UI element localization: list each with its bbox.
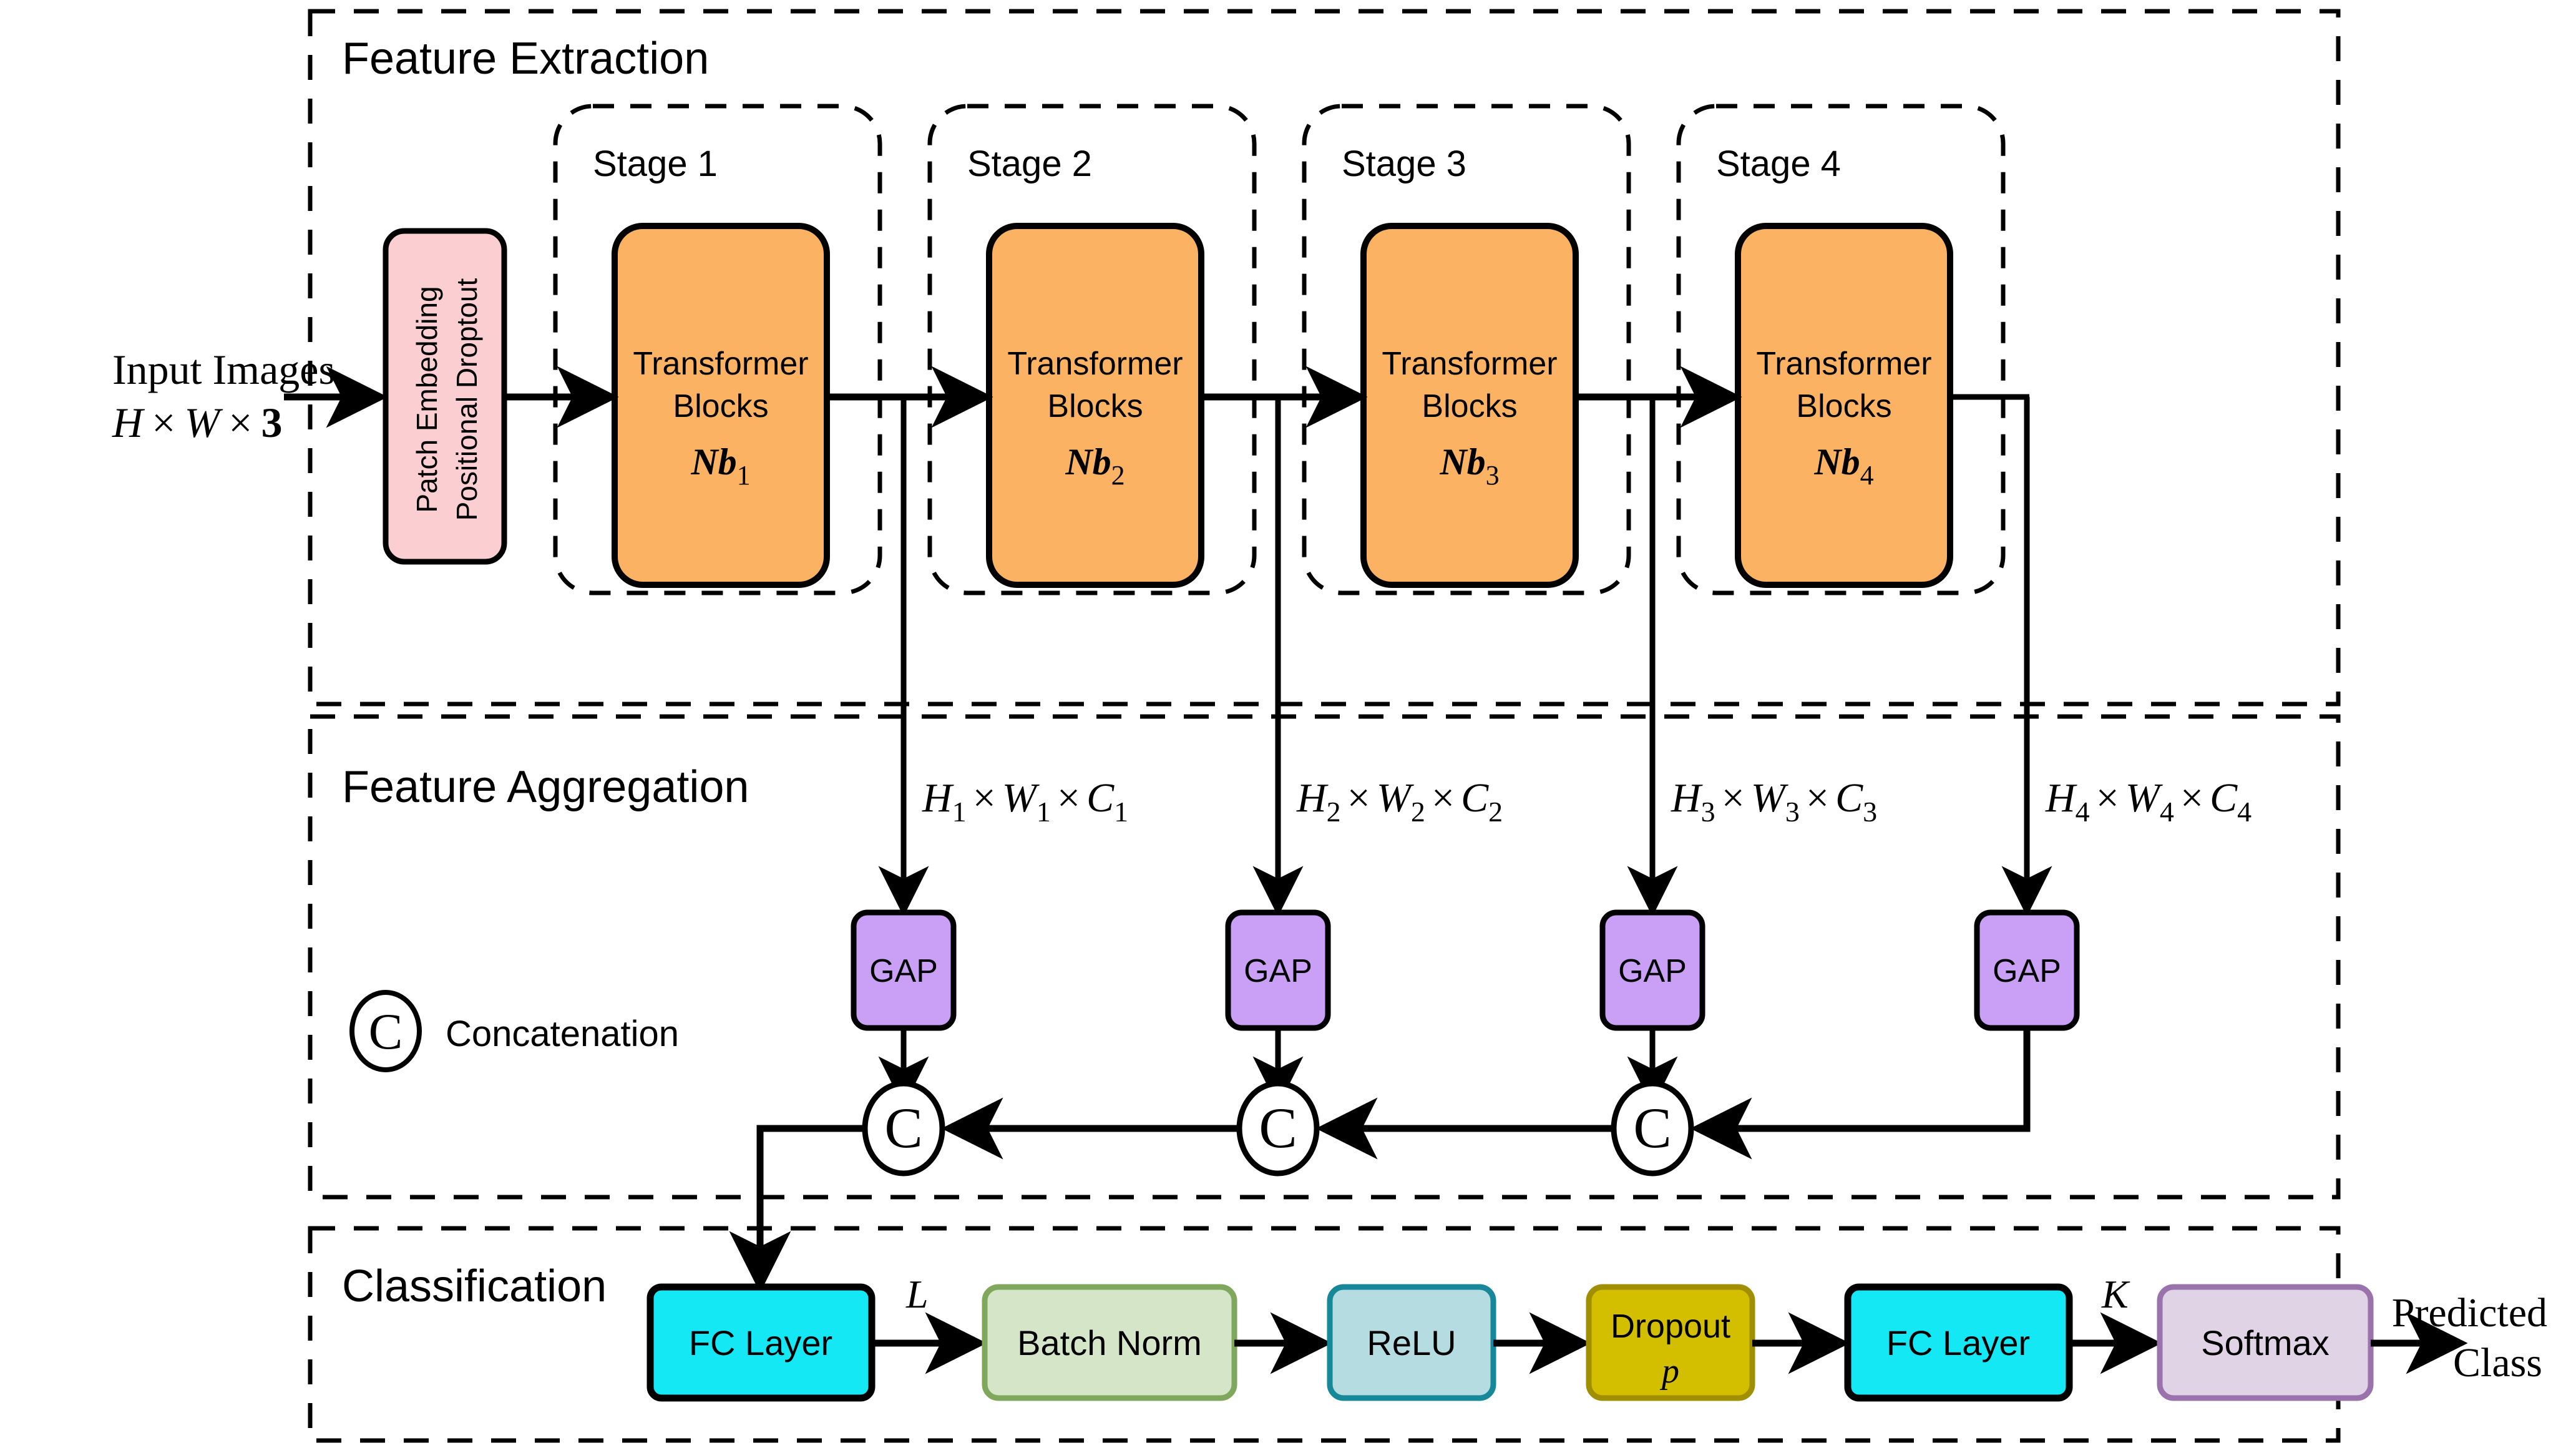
- classification-block-softmax: Softmax: [2157, 1284, 2374, 1401]
- classification-block-batch-norm: Batch Norm: [982, 1284, 1237, 1401]
- gap-block-1: GAP: [851, 909, 957, 1031]
- input-images-line1: Input Images: [112, 346, 335, 393]
- gap-block-1-label: GAP: [869, 953, 938, 989]
- section-frame-feature-aggregation: [308, 714, 2341, 1200]
- edge-label-K: K: [2101, 1272, 2130, 1316]
- transformer-block-1-line2: Blocks: [673, 388, 768, 424]
- dim-label-stage-3: H3×W3×C3: [1671, 775, 1877, 828]
- classification-block-fc-layer-1-label: FC Layer: [689, 1323, 832, 1362]
- stage-4-label: Stage 4: [1716, 144, 1841, 184]
- classification-block-fc-layer-2: FC Layer: [1844, 1283, 2073, 1402]
- stage-1-container: Stage 1: [553, 104, 882, 595]
- concat-node-2: C: [1236, 1080, 1320, 1177]
- transformer-block-3-line2: Blocks: [1422, 388, 1517, 424]
- transformer-block-1-count: Nb1: [690, 441, 750, 491]
- concat-node-1-label: C: [884, 1096, 922, 1160]
- transformer-block-3-count: Nb3: [1439, 441, 1499, 491]
- section-frame-feature-extraction: [308, 9, 2341, 707]
- transformer-block-4-line2: Blocks: [1796, 388, 1891, 424]
- patch-embedding-line2: Positional Droptout: [451, 278, 483, 521]
- concat-node-2-label: C: [1259, 1096, 1297, 1160]
- classification-block-dropout-label: Dropout: [1611, 1308, 1730, 1345]
- legend-concat-symbol: C: [369, 1003, 403, 1060]
- transformer-block-4-line1: Transformer: [1756, 346, 1931, 382]
- gap-block-2: GAP: [1225, 909, 1331, 1031]
- section-title-feature-extraction: Feature Extraction: [342, 34, 709, 84]
- transformer-block-2-line2: Blocks: [1047, 388, 1143, 424]
- classification-block-batch-norm-label: Batch Norm: [1017, 1323, 1202, 1362]
- stage-2-label: Stage 2: [967, 144, 1092, 184]
- classification-block-fc-layer-2-label: FC Layer: [1886, 1323, 2030, 1362]
- transformer-block-3-line1: Transformer: [1382, 346, 1557, 382]
- stage-4-container: Stage 4: [1676, 104, 2006, 595]
- gap-block-4-label: GAP: [1993, 953, 2061, 989]
- stage-3-label: Stage 3: [1342, 144, 1466, 184]
- stage-1-label: Stage 1: [593, 144, 718, 184]
- dim-label-stage-4: H4×W4×C4: [2045, 775, 2252, 828]
- concat-node-3-label: C: [1633, 1096, 1671, 1160]
- classification-block-dropout: Dropout p: [1586, 1284, 1755, 1401]
- legend-concat-label: Concatenation: [446, 1014, 679, 1054]
- gap-block-2-label: GAP: [1244, 953, 1312, 989]
- transformer-block-1: Transformer Blocks Nb1: [612, 223, 830, 588]
- input-images-label: Input Images H×W×3: [112, 346, 335, 446]
- transformer-block-4-count: Nb4: [1813, 441, 1873, 491]
- dim-label-stage-2: H2×W2×C2: [1296, 775, 1503, 828]
- predicted-class-line2: Class: [2453, 1340, 2542, 1386]
- concat-node-3: C: [1611, 1080, 1694, 1177]
- transformer-block-3: Transformer Blocks Nb3: [1360, 223, 1579, 588]
- classification-block-softmax-label: Softmax: [2201, 1323, 2329, 1362]
- transformer-block-2: Transformer Blocks Nb2: [986, 223, 1204, 588]
- section-title-classification: Classification: [342, 1261, 607, 1311]
- classification-block-dropout-sub: p: [1659, 1352, 1679, 1391]
- transformer-block-2-line1: Transformer: [1007, 346, 1183, 382]
- input-images-dims: H×W×3: [112, 399, 282, 446]
- patch-embedding-block: Patch Embedding Positional Droptout: [383, 228, 507, 565]
- legend-concatenation: C Concatenation: [349, 990, 679, 1072]
- predicted-class-line1: Predicted: [2392, 1290, 2547, 1336]
- transformer-block-2-count: Nb2: [1065, 441, 1125, 491]
- transformer-block-1-line1: Transformer: [633, 346, 808, 382]
- stage-3-container: Stage 3: [1302, 104, 1631, 595]
- concat-node-1: C: [862, 1080, 945, 1177]
- gap-block-3-label: GAP: [1618, 953, 1687, 989]
- section-title-feature-aggregation: Feature Aggregation: [342, 762, 749, 812]
- patch-embedding-line1: Patch Embedding: [411, 286, 443, 512]
- classification-block-fc-layer-1: FC Layer: [646, 1283, 876, 1402]
- classification-block-relu: ReLU: [1327, 1284, 1496, 1401]
- gap-block-4: GAP: [1974, 909, 2080, 1031]
- classification-block-relu-label: ReLU: [1367, 1323, 1456, 1362]
- gap-block-3: GAP: [1599, 909, 1705, 1031]
- edge-concat-1-to-fc-layer-1: [729, 1125, 865, 1293]
- predicted-class-label: Predicted Class: [2392, 1290, 2547, 1386]
- edge-label-L: L: [905, 1272, 929, 1316]
- edge-gap-4-to-concat-3: [1690, 1028, 2031, 1160]
- transformer-block-4: Transformer Blocks Nb4: [1735, 223, 1953, 588]
- stage-2-container: Stage 2: [927, 104, 1257, 595]
- dim-label-stage-1: H1×W1×C1: [922, 775, 1128, 828]
- section-frame-classification: [308, 1226, 2341, 1443]
